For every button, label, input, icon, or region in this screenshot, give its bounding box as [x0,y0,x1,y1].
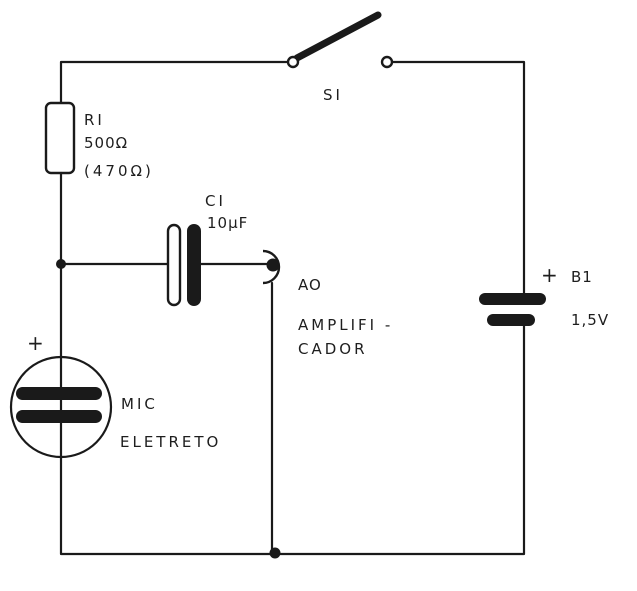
battery-ref-label: B1 [571,268,593,286]
mic-plate-bottom [16,410,102,423]
mic-plus-sign: + [27,331,44,355]
battery-plate-positive [479,293,546,305]
wire-top-left [59,60,290,106]
capacitor-ref-label: CI [205,192,226,210]
switch-pivot-contact [286,55,300,69]
switch-blade [293,11,382,62]
resistor-value: 500Ω [84,134,128,152]
jack-label: AO [298,276,322,294]
junction-node-bottom [269,547,281,559]
mic-type-label: ELETRETO [120,433,221,451]
battery-b1 [479,293,546,326]
switch-label: SI [323,86,343,104]
capacitor-plate-open [166,223,182,307]
switch-open-contact [380,55,394,69]
amplifier-label-line2: CADOR [298,340,368,358]
amplifier-label-line1: AMPLIFI - [298,316,393,334]
mic-plate-top [16,387,102,400]
jack-tip [266,258,280,272]
mic-label: MIC [121,395,158,413]
jack-ao [262,249,281,285]
electret-microphone [9,355,113,459]
wire-top-right [390,60,526,298]
switch-s1 [286,11,394,69]
capacitor-plate-filled [187,224,201,306]
resistor-alt-value: (470Ω) [84,162,154,180]
battery-plate-negative [487,314,535,326]
capacitor-c1 [166,223,201,307]
wire-bottom [59,324,526,556]
battery-voltage: 1,5V [571,311,609,329]
battery-plus-sign: + [541,263,558,287]
resistor-ref-label: RI [84,111,105,129]
resistor-r1 [44,101,76,175]
capacitor-value: 10µF [207,214,248,232]
